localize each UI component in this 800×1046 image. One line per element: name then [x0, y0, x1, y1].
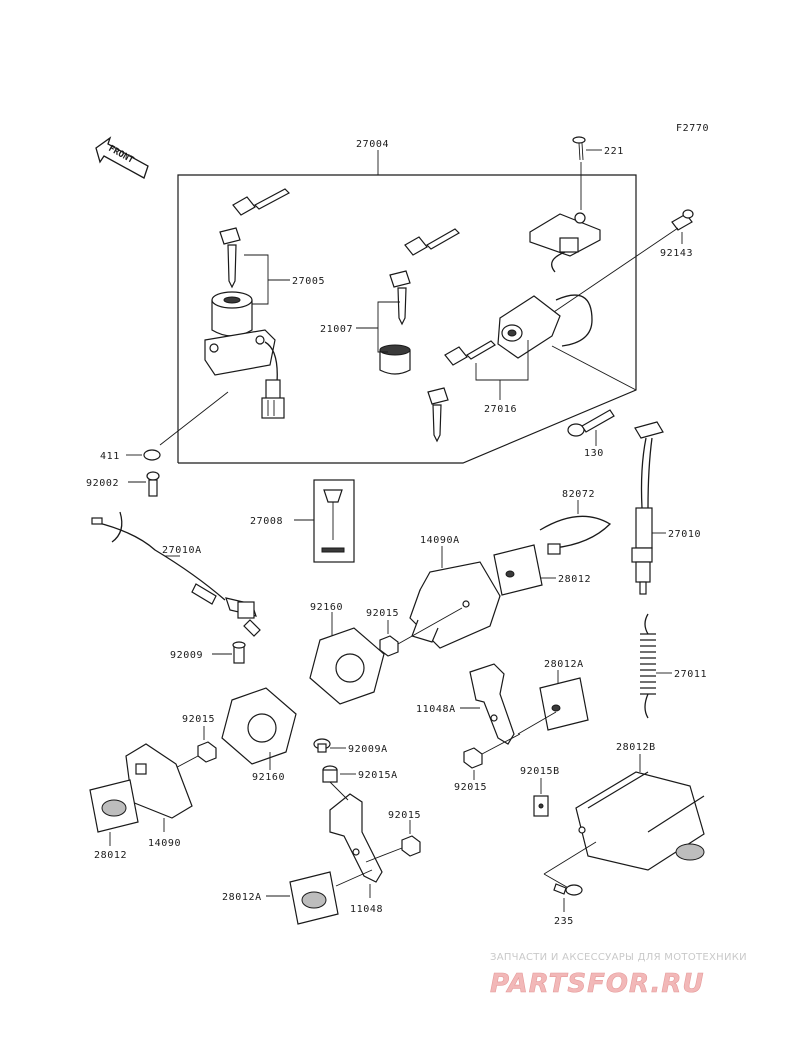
- lock-bracket: [529, 212, 601, 273]
- key-pair-27016: [427, 340, 496, 443]
- figure-code: F2770: [676, 123, 709, 134]
- collar-92015A: [322, 765, 338, 783]
- watermark-brand: PARTSFOR.RU: [490, 969, 704, 999]
- label-28012-top: 28012: [558, 574, 591, 585]
- label-27010: 27010: [668, 529, 701, 540]
- label-27008: 27008: [250, 516, 283, 527]
- label-92015-a: 92015: [366, 608, 399, 619]
- label-27004: 27004: [356, 139, 389, 150]
- bracket-14090A: [409, 561, 501, 649]
- nut-92015-c: [197, 741, 217, 763]
- label-92002: 92002: [86, 478, 119, 489]
- spacer-92143: [671, 209, 694, 231]
- seat-lock-27016: [497, 294, 637, 391]
- screw-221: [572, 136, 586, 161]
- label-27005: 27005: [292, 276, 325, 287]
- watermark-caption: ЗАПЧАСТИ И АКСЕССУАРЫ ДЛЯ МОТОТЕХНИКИ: [490, 952, 747, 963]
- label-221: 221: [604, 146, 624, 157]
- pad-28012A-top: [539, 677, 589, 731]
- label-92015-b: 92015: [454, 782, 487, 793]
- label-92009: 92009: [170, 650, 203, 661]
- bracket-11048: [329, 793, 383, 883]
- screw-235: [553, 883, 583, 896]
- label-92015-d: 92015: [388, 810, 421, 821]
- gasket-92160-lower: [221, 687, 297, 765]
- label-27016: 27016: [484, 404, 517, 415]
- nut-92015-b: [463, 747, 483, 769]
- pad-28012-top: [493, 544, 543, 596]
- front-arrow-icon: FRONT: [95, 136, 149, 179]
- gasket-92160-upper: [309, 627, 385, 705]
- label-92015B: 92015B: [520, 766, 560, 777]
- screw-92009A: [313, 738, 331, 753]
- label-28012A-bottom: 28012A: [222, 892, 262, 903]
- label-27010A: 27010A: [162, 545, 202, 556]
- clamp-band-82072: [539, 515, 612, 555]
- set-frame-27004: [177, 174, 637, 464]
- label-92015A: 92015A: [358, 770, 398, 781]
- label-28012-bottom: 28012: [94, 850, 127, 861]
- bolt-92002: [146, 471, 160, 497]
- washer-411: [143, 449, 161, 461]
- clip-92015B: [533, 795, 549, 817]
- pad-28012-bottom: [89, 779, 139, 833]
- switch-27010: [631, 421, 664, 595]
- pad-28012A-bottom: [289, 871, 339, 925]
- label-11048A: 11048A: [416, 704, 456, 715]
- key-pair-27005: [219, 188, 290, 289]
- bolt-130: [567, 409, 615, 437]
- lock-cylinder-21007: [379, 344, 411, 375]
- screw-92009: [232, 641, 246, 664]
- label-92160-b: 92160: [252, 772, 285, 783]
- cable-switch-27010A: [91, 511, 261, 637]
- label-21007: 21007: [320, 324, 353, 335]
- nut-92015-d: [401, 835, 421, 857]
- label-411: 411: [100, 451, 120, 462]
- label-27011: 27011: [674, 669, 707, 680]
- nut-92015-a: [379, 635, 399, 657]
- label-235: 235: [554, 916, 574, 927]
- key-pair-21007: [389, 228, 460, 326]
- label-92009A: 92009A: [348, 744, 388, 755]
- label-92143: 92143: [660, 248, 693, 259]
- label-14090A: 14090A: [420, 535, 460, 546]
- spring-27011: [640, 613, 656, 719]
- label-28012A-top: 28012A: [544, 659, 584, 670]
- label-28012B: 28012B: [616, 742, 656, 753]
- label-92015-c: 92015: [182, 714, 215, 725]
- label-130: 130: [584, 448, 604, 459]
- box-28012B: [575, 771, 705, 871]
- cover-14090: [125, 743, 193, 819]
- label-11048: 11048: [350, 904, 383, 915]
- label-92160-a: 92160: [310, 602, 343, 613]
- bracket-11048A: [469, 663, 515, 745]
- label-82072: 82072: [562, 489, 595, 500]
- label-14090: 14090: [148, 838, 181, 849]
- ignition-switch: [204, 291, 285, 419]
